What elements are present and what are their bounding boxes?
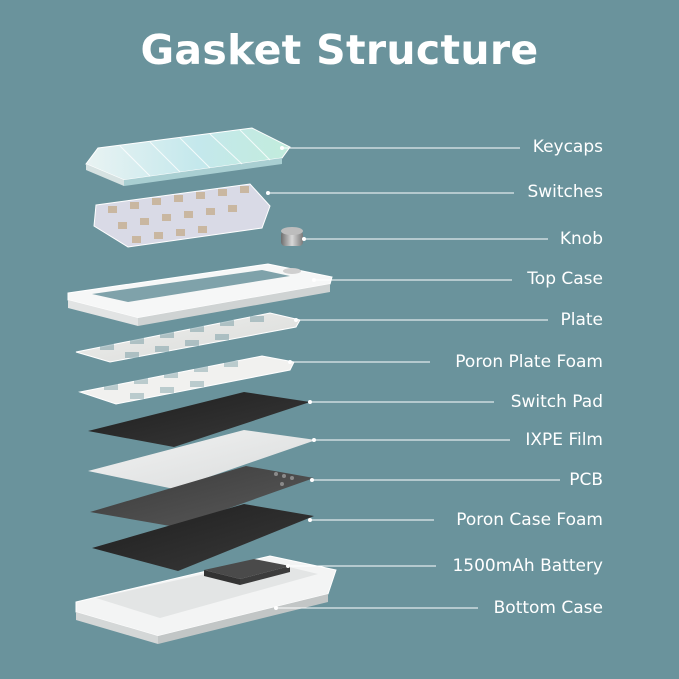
- label-poron-case-foam: Poron Case Foam: [456, 510, 603, 530]
- label-keycaps: Keycaps: [532, 137, 603, 157]
- plate-part: [75, 312, 301, 363]
- label-pcb: PCB: [569, 470, 603, 490]
- knob-part: [281, 227, 303, 246]
- battery-part: [204, 559, 290, 585]
- label-poron-plate-foam: Poron Plate Foam: [455, 352, 603, 372]
- poron-case-foam-part: [92, 504, 314, 571]
- switch-pad-part: [88, 392, 310, 447]
- ixpe-film-part: [88, 430, 316, 489]
- keycaps-part: [85, 127, 291, 186]
- bottom-case-part: [75, 555, 337, 644]
- label-knob: Knob: [559, 229, 603, 249]
- label-bottom-case: Bottom Case: [493, 598, 603, 618]
- label-top-case: Top Case: [527, 269, 603, 289]
- pcb-part: [90, 466, 314, 527]
- label-battery: 1500mAh Battery: [452, 556, 603, 576]
- poron-plate-foam-part: [78, 355, 295, 405]
- switches-part: [93, 183, 271, 248]
- label-ixpe-film: IXPE Film: [525, 430, 603, 450]
- label-switches: Switches: [527, 182, 603, 202]
- top-case-part: [67, 263, 333, 326]
- label-switch-pad: Switch Pad: [510, 392, 603, 412]
- label-plate: Plate: [560, 310, 603, 330]
- diagram-title: Gasket Structure: [140, 26, 539, 74]
